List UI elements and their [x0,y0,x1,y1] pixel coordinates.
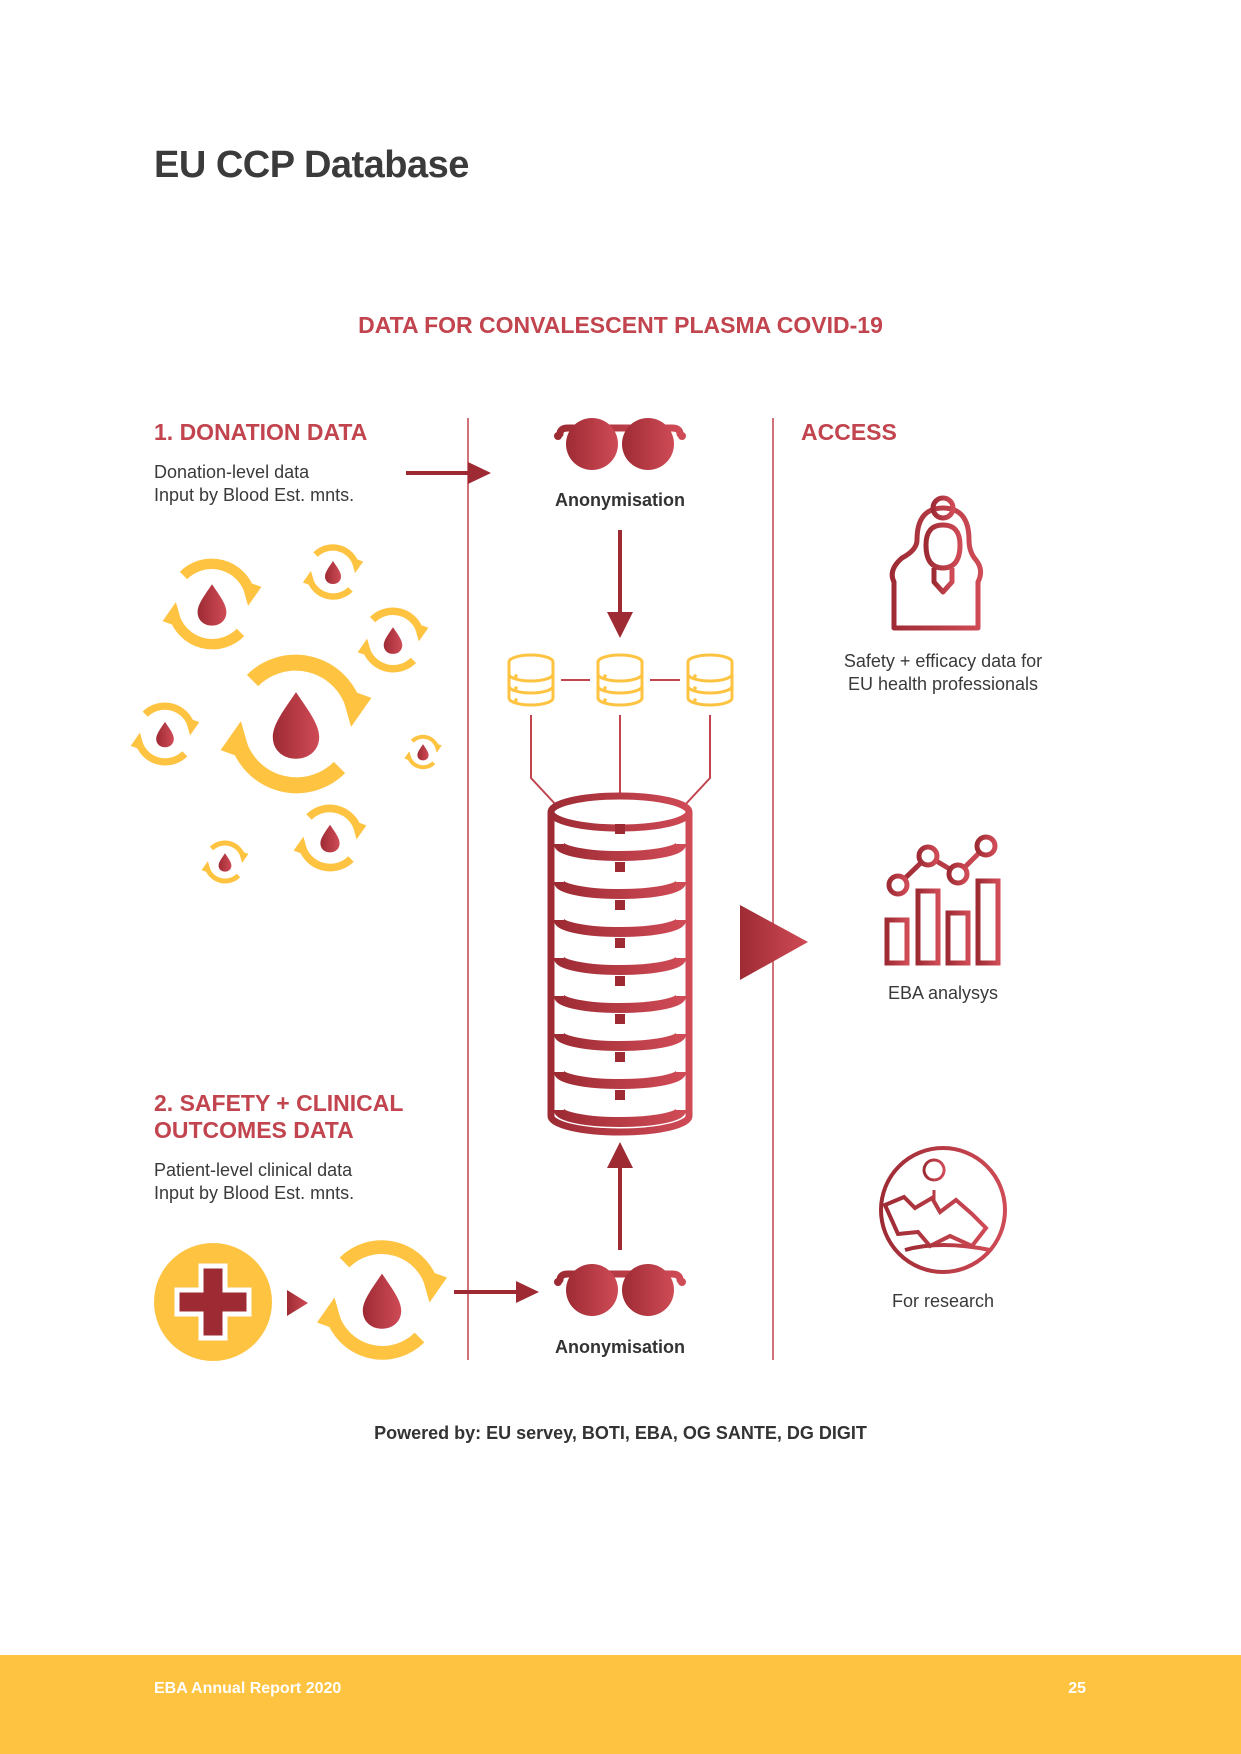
safety-text-1: Patient-level clinical data [154,1160,353,1180]
donation-text-2: Input by Blood Est. mnts. [154,485,355,505]
arrow-up-icon [607,1142,633,1250]
blood-cycle-icon [317,1247,447,1353]
blood-cycle-icon [358,611,429,668]
safety-text-2: Input by Blood Est. mnts. [154,1183,355,1203]
blood-cycle-icon [294,808,367,867]
safety-heading-2: OUTCOMES DATA [154,1117,354,1143]
server-icon [507,653,555,707]
anonymisation-top-label: Anonymisation [554,490,685,510]
anonymisation-bottom-label: Anonymisation [554,1337,685,1357]
arrow-icon [406,462,491,484]
footer-page-number: 25 [1068,1680,1086,1697]
professionals-text-1: Safety + efficacy data for [843,651,1043,671]
blood-cycle-icon [202,843,249,881]
analysis-label: EBA analysys [887,983,999,1003]
powered-by: Powered by: EU servey, BOTI, EBA, OG SAN… [374,1423,867,1443]
professionals-text-2: EU health professionals [847,674,1039,694]
safety-heading-1: 2. SAFETY + CLINICAL [154,1090,404,1116]
page-title: EU CCP Database [154,144,469,186]
blood-cycle-icon [163,564,262,644]
small-arrow-icon [287,1290,308,1316]
blood-cycle-icon [303,547,363,596]
diagram-subtitle: DATA FOR CONVALESCENT PLASMA COVID-19 [358,312,883,338]
access-heading: ACCESS [801,419,897,445]
donation-text-1: Donation-level data [154,462,310,482]
donation-heading: 1. DONATION DATA [154,419,368,445]
server-icon [686,653,734,707]
footer-bar [0,1655,1241,1754]
arrow-down-icon [607,530,633,638]
glasses-icon [554,418,686,470]
footer-report-title: EBA Annual Report 2020 [154,1680,342,1697]
medical-cross-icon [154,1243,272,1361]
globe-icon [879,1146,1007,1274]
database-icon [547,792,693,1136]
blood-cycle-icon [402,734,444,770]
blood-cycle-icon [131,706,200,762]
blood-cycle-icon [221,663,372,786]
doctor-icon [889,495,984,631]
diagram-graphics [0,0,1008,1361]
arrow-icon [454,1281,539,1303]
bar-chart-icon [878,834,1008,966]
glasses-icon [554,1264,686,1316]
play-triangle-icon [740,905,808,980]
server-icon [596,653,644,707]
research-label: For research [891,1291,995,1311]
